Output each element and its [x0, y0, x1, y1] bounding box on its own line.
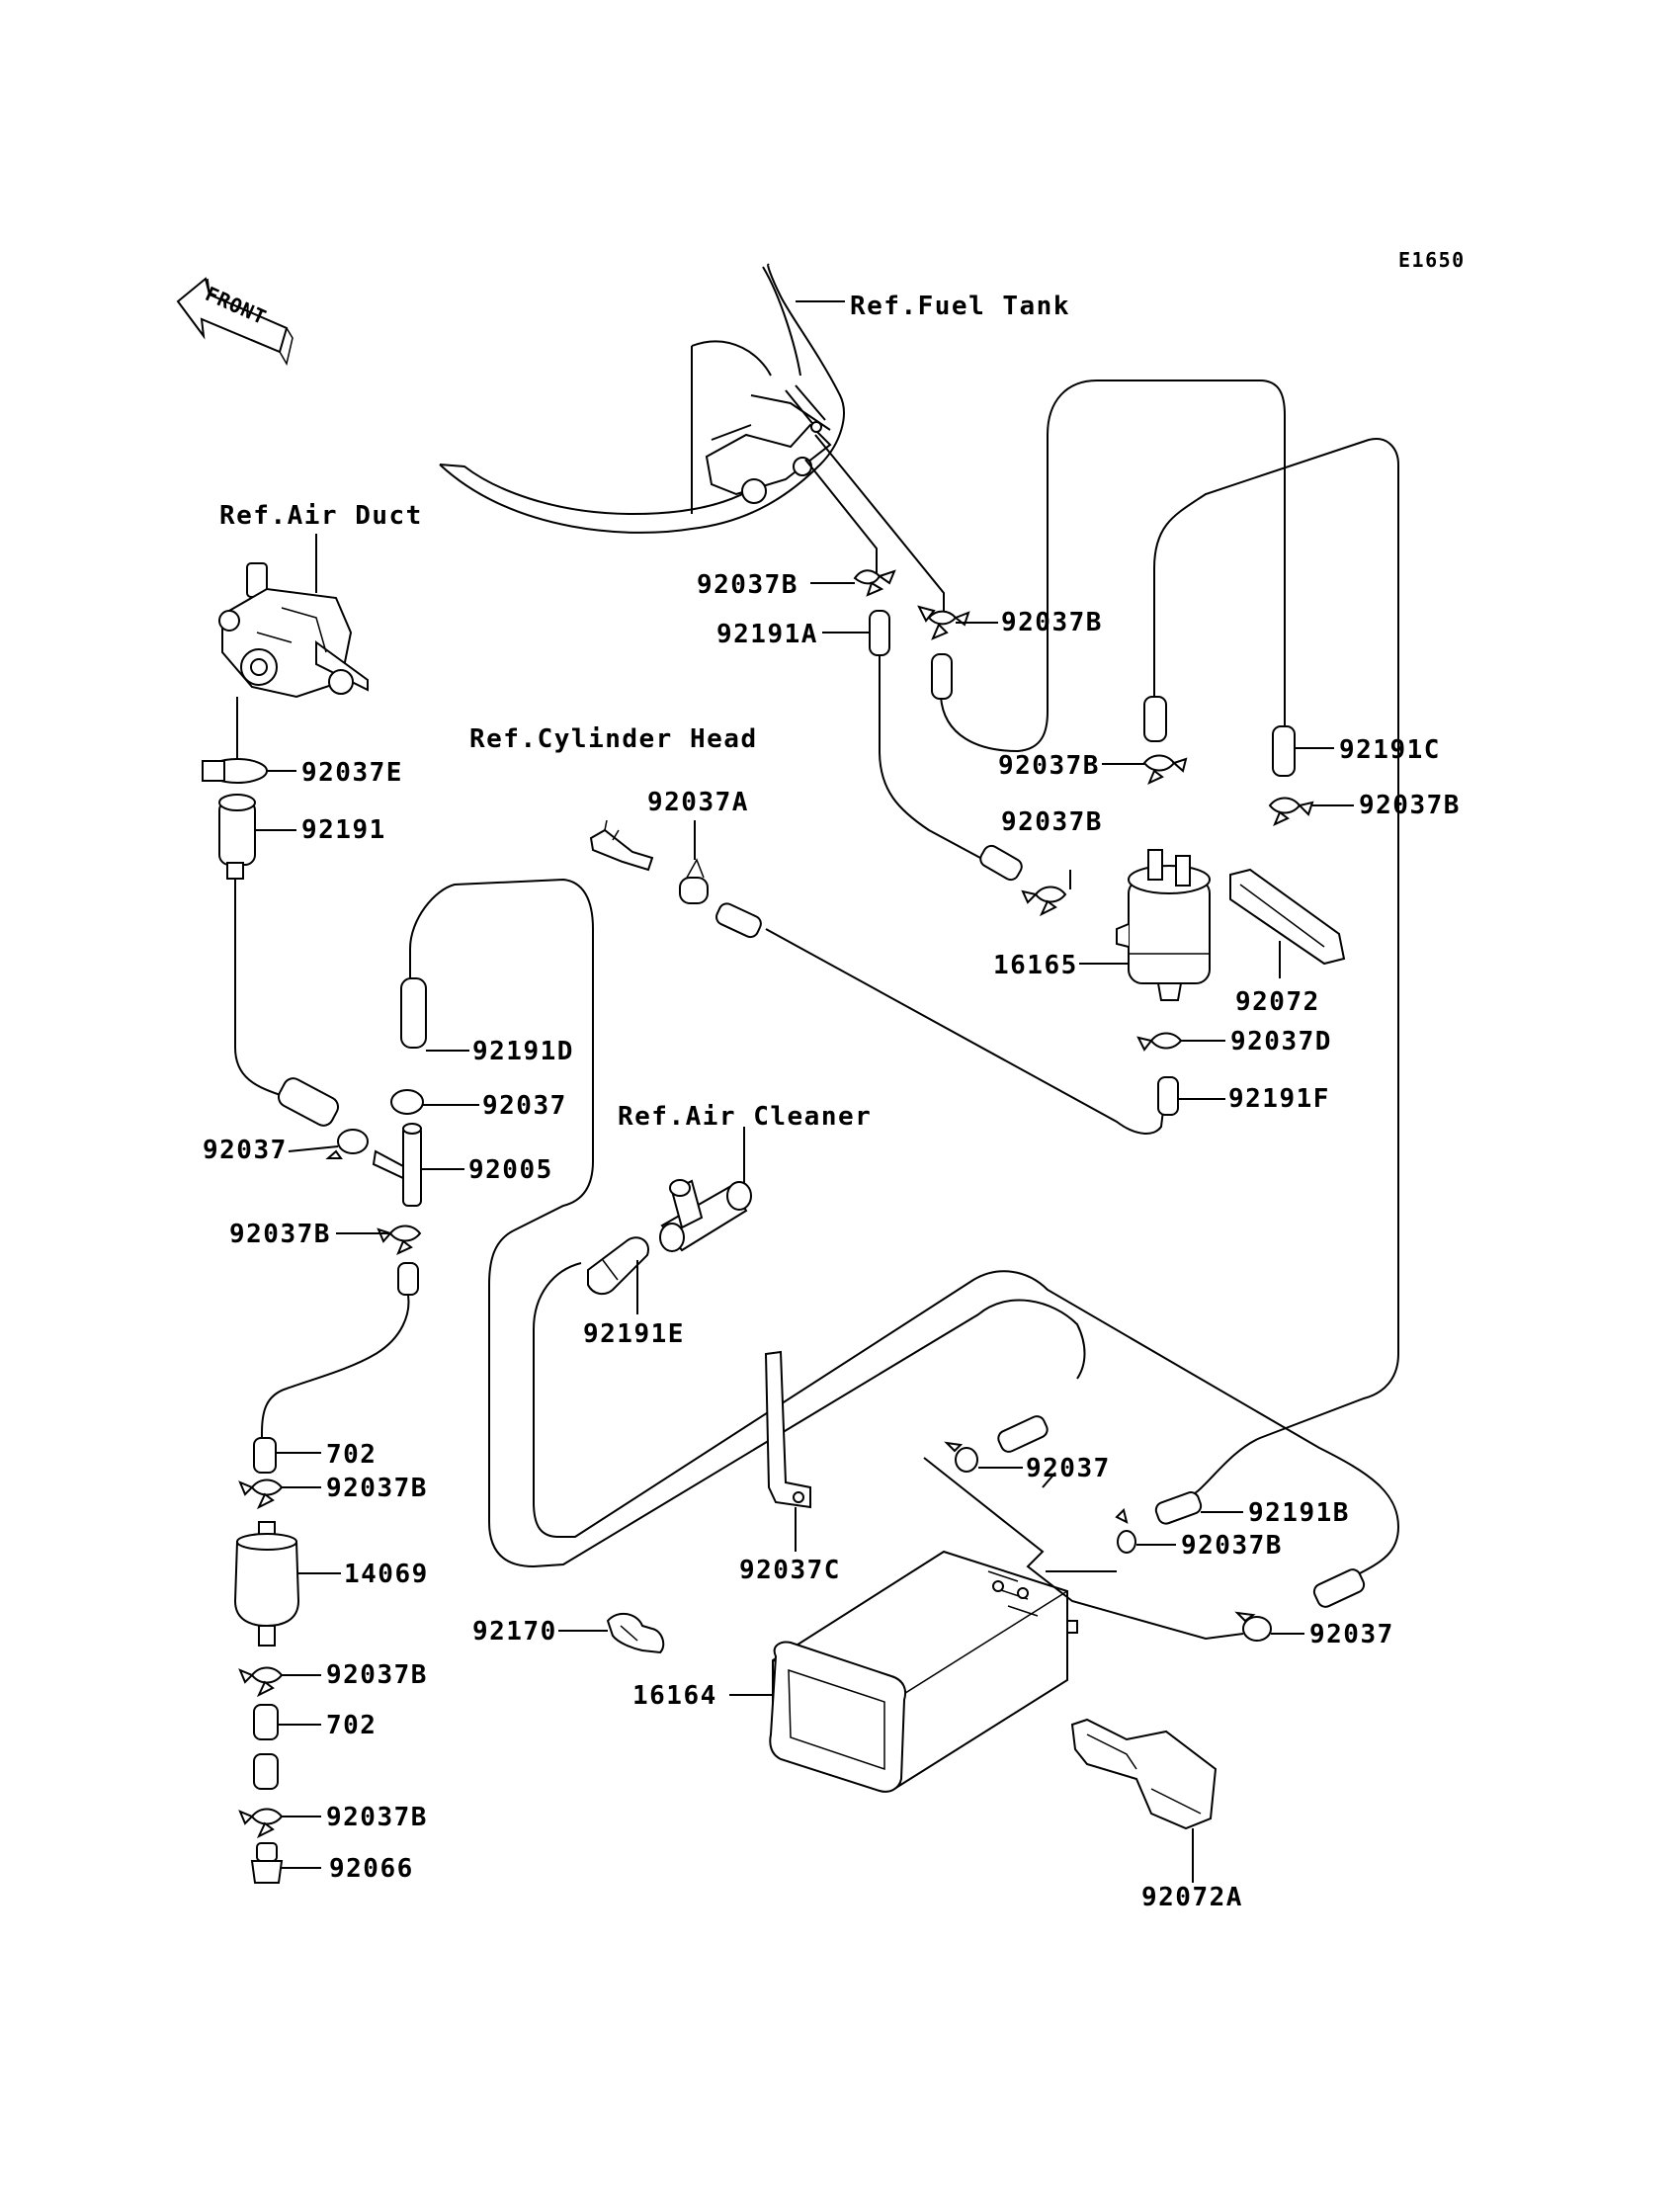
air-cleaner-joint[interactable]: [659, 1127, 752, 1252]
hose-92191A[interactable]: [869, 610, 890, 656]
label-92170: 92170: [472, 1617, 557, 1647]
label-92037B-mid: 92037B: [998, 751, 1100, 781]
hose-702-upper[interactable]: [253, 1437, 277, 1474]
label-92037B-left-4: 92037B: [326, 1803, 428, 1832]
hose-canister-right[interactable]: [1311, 1567, 1366, 1610]
hose-left-short[interactable]: [397, 1262, 419, 1296]
band-92072[interactable]: [1229, 868, 1346, 966]
clamp-92037B-left-2[interactable]: [238, 1479, 284, 1510]
hose-92191[interactable]: [218, 794, 256, 880]
hose-92191F[interactable]: [1157, 1076, 1179, 1116]
fuel-tank-reference: [439, 263, 845, 534]
hose-92191E[interactable]: [587, 1236, 649, 1296]
clamp-92037B-left-4[interactable]: [238, 1808, 284, 1839]
joint-92005[interactable]: [372, 1123, 422, 1207]
fuel-filter-16165[interactable]: [1116, 849, 1211, 1001]
air-duct-ref-label: Ref.Air Duct: [219, 501, 423, 531]
fuel-tank-ref-label: Ref.Fuel Tank: [850, 292, 1070, 321]
label-92072: 92072: [1235, 987, 1320, 1017]
hose-92191C[interactable]: [1272, 725, 1296, 777]
hose-filter-inlet[interactable]: [977, 843, 1024, 883]
cylinder-head-ref-label: Ref.Cylinder Head: [469, 724, 758, 754]
plug-92066[interactable]: [250, 1842, 284, 1884]
label-16165: 16165: [993, 951, 1078, 980]
clamp-92037-canister-top[interactable]: [944, 1441, 978, 1473]
hose-canister-top[interactable]: [996, 1413, 1050, 1454]
hose-air-duct-lower[interactable]: [275, 1075, 341, 1130]
label-702-lower: 702: [326, 1711, 377, 1740]
label-92037A: 92037A: [647, 788, 749, 817]
clamp-92037D[interactable]: [1136, 1032, 1183, 1052]
clamp-92037-canister-right[interactable]: [1234, 1611, 1272, 1642]
hose-92191B[interactable]: [1154, 1490, 1204, 1526]
clamp-92037B-tank-left[interactable]: [853, 569, 896, 597]
label-92037B-tank-right: 92037B: [1001, 608, 1103, 637]
front-arrow-icon: FRONT: [176, 277, 294, 367]
label-92005: 92005: [468, 1155, 553, 1185]
label-92191E: 92191E: [583, 1319, 685, 1349]
label-92072A: 92072A: [1141, 1883, 1243, 1912]
hose-92191D[interactable]: [400, 977, 427, 1049]
label-92191: 92191: [301, 815, 386, 845]
label-92037E: 92037E: [301, 758, 403, 788]
clamp-92037E[interactable]: [202, 758, 268, 784]
air-cleaner-ref-label: Ref.Air Cleaner: [618, 1102, 872, 1132]
label-92037D: 92037D: [1230, 1027, 1332, 1056]
label-92037-canister-right: 92037: [1309, 1620, 1394, 1649]
label-702-upper: 702: [326, 1440, 377, 1470]
label-92037B-tank-left: 92037B: [697, 570, 798, 600]
diagram-code: E1650: [1398, 248, 1466, 272]
clamp-92037B-mid[interactable]: [1142, 754, 1188, 785]
label-92037B-left-3: 92037B: [326, 1660, 428, 1690]
clamp-92037A[interactable]: [679, 858, 709, 904]
label-92037-canister-top: 92037: [1026, 1454, 1111, 1483]
label-92037-left: 92037: [203, 1136, 288, 1165]
label-92191F: 92191F: [1228, 1084, 1330, 1114]
clamp-92037B-canister[interactable]: [1115, 1508, 1136, 1554]
label-92037-upper: 92037: [482, 1091, 567, 1121]
label-92191A: 92191A: [716, 620, 818, 649]
clamp-92037B-right[interactable]: [1268, 797, 1314, 826]
label-92037B-left-2: 92037B: [326, 1474, 428, 1503]
bracket-92037C[interactable]: [764, 1350, 811, 1509]
hose-702-lower[interactable]: [253, 1704, 279, 1790]
clamp-92037B-filter[interactable]: [1021, 886, 1067, 917]
label-92037C: 92037C: [739, 1556, 841, 1585]
clamp-92037-left[interactable]: [325, 1129, 369, 1159]
clamp-92037B-tank-right[interactable]: [917, 605, 970, 640]
hose-upper-short[interactable]: [931, 653, 953, 700]
clamp-92037B-left-1[interactable]: [377, 1225, 422, 1255]
label-14069: 14069: [344, 1560, 429, 1589]
label-16164: 16164: [632, 1681, 717, 1711]
label-92037B-right: 92037B: [1359, 791, 1461, 820]
hose-cylinder-head[interactable]: [714, 901, 763, 940]
label-92037B-left-1: 92037B: [229, 1220, 331, 1249]
clamp-92037-upper[interactable]: [390, 1089, 424, 1115]
label-92191B: 92191B: [1248, 1498, 1350, 1528]
label-92037B-canister: 92037B: [1181, 1531, 1283, 1561]
label-92037B-filter: 92037B: [1001, 807, 1103, 837]
band-92072A[interactable]: [1070, 1718, 1218, 1830]
label-92066: 92066: [329, 1854, 414, 1884]
fuel-filter-14069[interactable]: [233, 1521, 300, 1647]
hose-mid-short[interactable]: [1143, 696, 1167, 742]
leader-lines: [255, 582, 1354, 1869]
clamp-92037B-left-3[interactable]: [238, 1666, 284, 1698]
fitting-cylinder-head[interactable]: [589, 819, 654, 872]
label-92191C: 92191C: [1339, 735, 1441, 765]
air-duct-reference: [218, 534, 369, 699]
canister-16164[interactable]: [769, 1550, 1078, 1793]
clip-92170[interactable]: [606, 1612, 665, 1654]
label-92191D: 92191D: [472, 1037, 574, 1066]
